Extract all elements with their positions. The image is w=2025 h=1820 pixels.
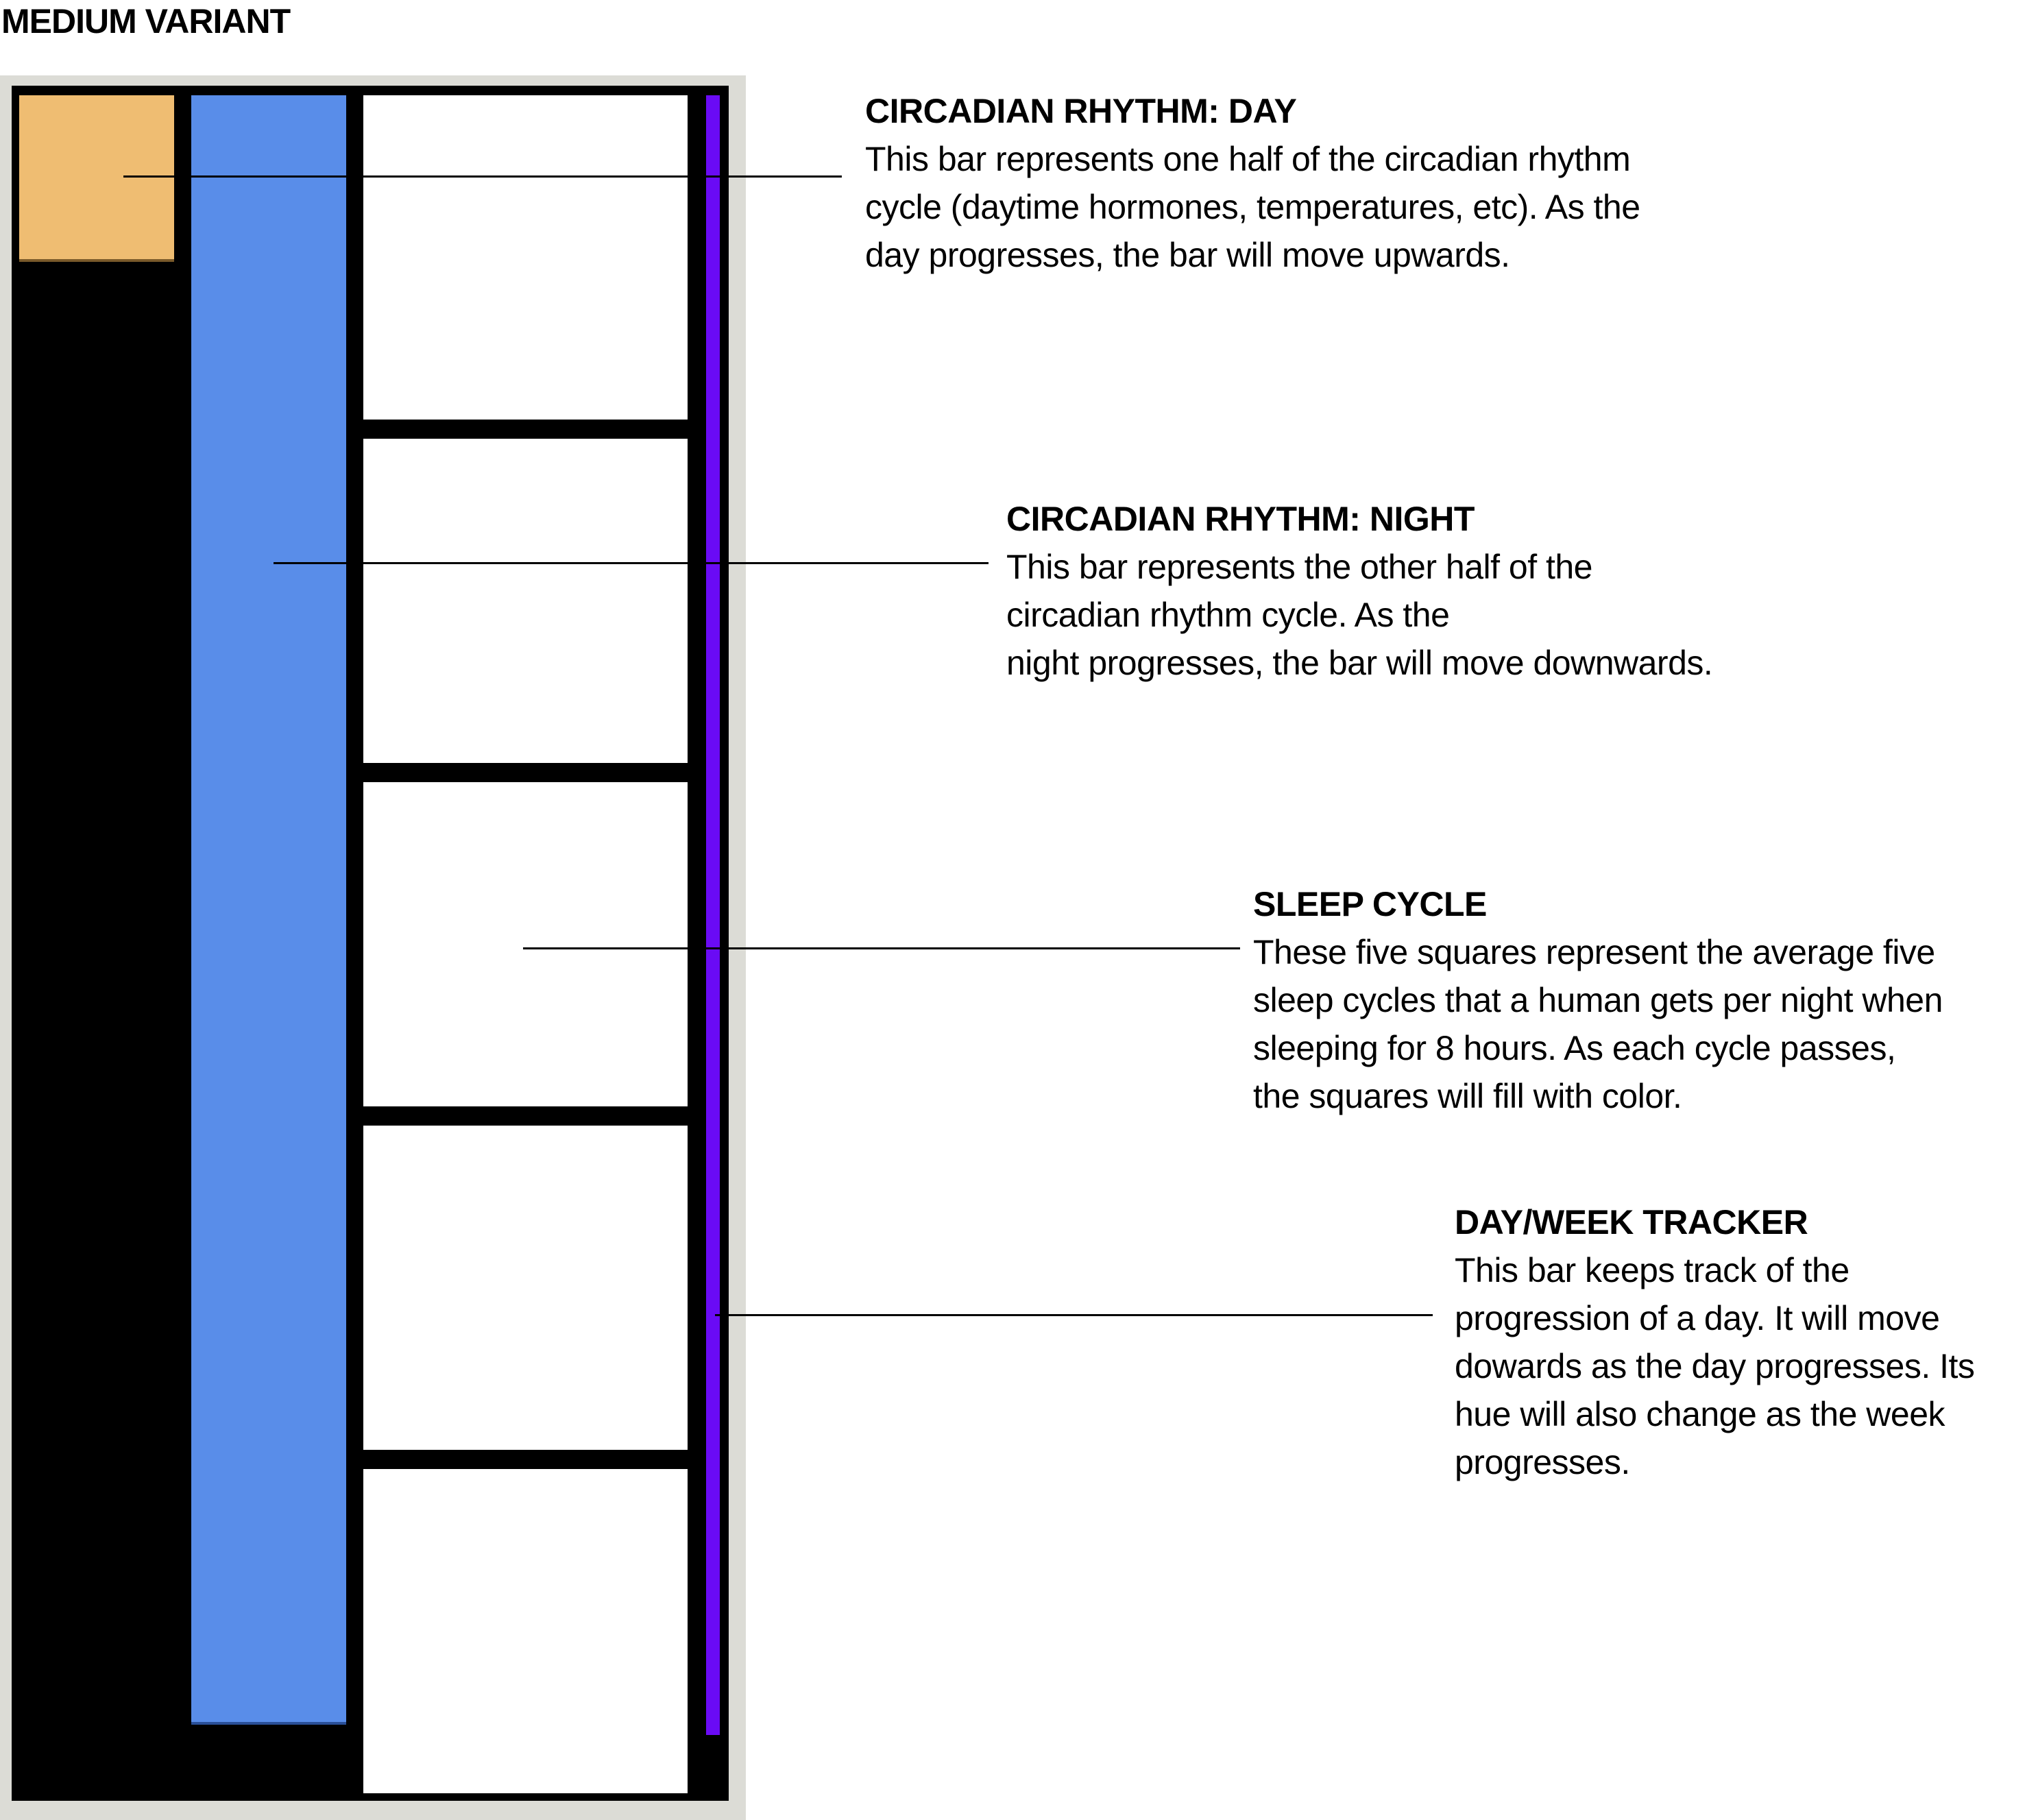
annotation-heading: DAY/WEEK TRACKER	[1455, 1203, 1808, 1241]
annotation-day-week-tracker: DAY/WEEK TRACKER This bar keeps track of…	[1455, 1198, 1975, 1486]
annotation-description: This bar represents the other half of th…	[1006, 543, 1713, 687]
annotation-line: night progresses, the bar will move down…	[1006, 644, 1713, 682]
sleep-cycle-square-2	[363, 439, 688, 763]
sleep-cycle-square-5	[363, 1469, 688, 1793]
annotation-line: progresses.	[1455, 1443, 1630, 1481]
annotation-line: These five squares represent the average…	[1253, 933, 1935, 971]
leader-line-day	[123, 175, 842, 178]
annotation-description: These five squares represent the average…	[1253, 928, 1943, 1120]
annotation-sleep-cycle: SLEEP CYCLE These five squares represent…	[1253, 880, 1943, 1120]
annotation-line: sleeping for 8 hours. As each cycle pass…	[1253, 1029, 1896, 1067]
leader-line-tracker	[715, 1314, 1433, 1316]
annotation-line: hue will also change as the week	[1455, 1395, 1945, 1433]
annotation-line: sleep cycles that a human gets per night…	[1253, 981, 1943, 1019]
annotation-line: This bar keeps track of the	[1455, 1251, 1850, 1289]
circadian-night-bar-fill	[191, 95, 346, 1725]
annotation-line: the squares will fill with color.	[1253, 1077, 1682, 1115]
annotation-line: cycle (daytime hormones, temperatures, e…	[865, 188, 1640, 226]
annotation-line: This bar represents one half of the circ…	[865, 140, 1631, 178]
annotation-line: progression of a day. It will move	[1455, 1299, 1940, 1337]
annotation-heading: CIRCADIAN RHYTHM: DAY	[865, 92, 1297, 130]
annotation-circadian-night: CIRCADIAN RHYTHM: NIGHT This bar represe…	[1006, 495, 1713, 687]
sleep-cycle-square-4	[363, 1126, 688, 1450]
annotation-line: dowards as the day progresses. Its	[1455, 1347, 1975, 1385]
annotation-circadian-day: CIRCADIAN RHYTHM: DAY This bar represent…	[865, 87, 1640, 279]
annotation-description: This bar keeps track of the progression …	[1455, 1246, 1975, 1486]
leader-line-sleep-cycle	[523, 947, 1240, 949]
leader-line-night	[274, 562, 989, 564]
circadian-night-bar	[191, 95, 346, 1793]
annotation-line: This bar represents the other half of th…	[1006, 548, 1593, 586]
annotation-description: This bar represents one half of the circ…	[865, 135, 1640, 279]
annotation-heading: CIRCADIAN RHYTHM: NIGHT	[1006, 500, 1475, 538]
annotation-line: day progresses, the bar will move upward…	[865, 236, 1510, 274]
annotation-line: circadian rhythm cycle. As the	[1006, 596, 1450, 634]
annotation-heading: SLEEP CYCLE	[1253, 885, 1487, 923]
sleep-cycle-square-1	[363, 95, 688, 420]
variant-title: MEDIUM VARIANT	[1, 2, 291, 40]
sleep-cycle-square-3	[363, 782, 688, 1106]
circadian-day-bar	[19, 95, 174, 1793]
day-week-tracker-bar	[706, 95, 720, 1735]
circadian-day-bar-fill	[19, 95, 174, 262]
